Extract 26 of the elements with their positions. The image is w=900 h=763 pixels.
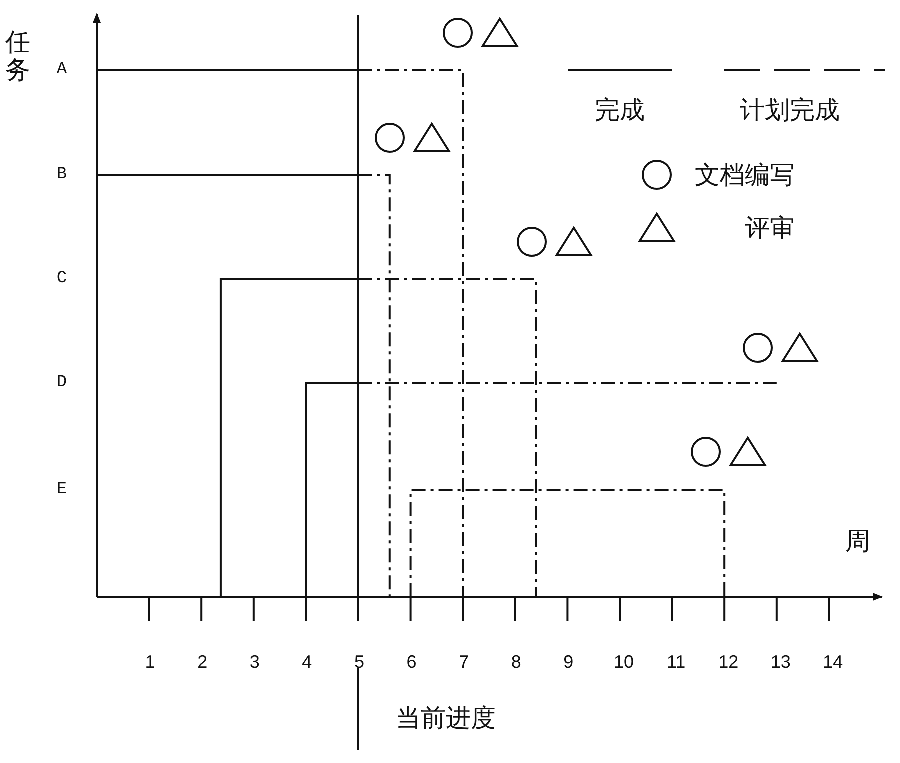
tick-label: 1: [145, 653, 156, 671]
legend-label: 完成: [595, 98, 645, 122]
tick-label: 5: [354, 653, 364, 671]
tick-label: 3: [250, 653, 260, 671]
row-label: D: [56, 374, 68, 392]
axis-title: 周: [846, 528, 870, 554]
legend-label: 评审: [745, 216, 795, 240]
tick-label: 14: [823, 653, 844, 671]
tick-label: 12: [718, 653, 739, 671]
legend-label: 计划完成: [740, 98, 840, 122]
row-label: C: [56, 270, 68, 288]
tick-label: 8: [511, 653, 522, 671]
legend-label: 文档编写: [695, 162, 795, 188]
tick-label: 10: [614, 653, 634, 671]
row-label: E: [56, 482, 68, 498]
row-label: A: [56, 62, 68, 78]
tick-label: 4: [302, 653, 312, 671]
annotation-text: 当前进度: [396, 706, 496, 730]
tick-label: 6: [406, 653, 417, 671]
axis-title: 任务: [6, 28, 30, 84]
tick-label: 11: [666, 653, 686, 671]
tick-label: 2: [198, 653, 208, 671]
tick-label: 7: [459, 653, 470, 671]
tick-label: 9: [564, 653, 574, 671]
tick-label: 13: [770, 653, 791, 671]
row-label: B: [56, 166, 68, 184]
